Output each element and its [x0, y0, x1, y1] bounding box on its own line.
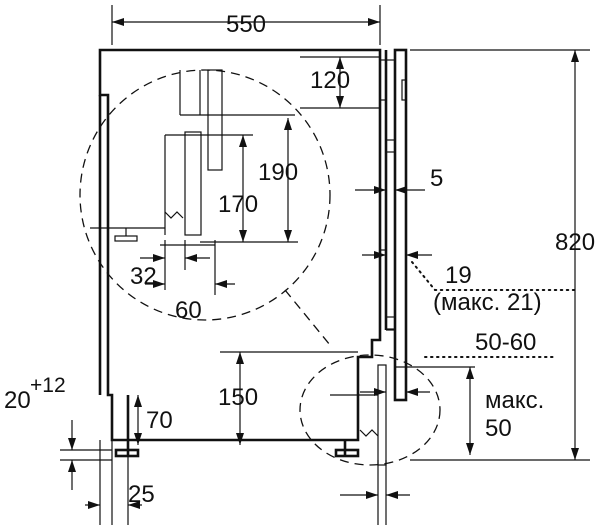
label-max-50: 50 — [485, 415, 512, 442]
label-820: 820 — [555, 229, 595, 256]
feet — [114, 395, 360, 458]
dim-150: 150 — [218, 351, 358, 445]
label-25: 25 — [128, 481, 155, 508]
label-19: 19 — [445, 262, 472, 289]
label-19-max: (макс. 21) — [433, 289, 542, 316]
label-50-60: 50-60 — [475, 329, 536, 356]
label-550: 550 — [226, 11, 266, 38]
appliance-body — [98, 48, 382, 442]
dim-60: 60 — [145, 240, 235, 324]
dim-550: 550 — [111, 5, 381, 45]
lower-reference-lines — [340, 460, 410, 525]
dim-5: 5 — [355, 165, 443, 194]
label-5: 5 — [430, 165, 443, 192]
detail-circle-upper — [79, 69, 331, 321]
label-32: 32 — [130, 263, 157, 290]
label-60: 60 — [175, 297, 202, 324]
front-panel — [380, 48, 408, 402]
label-max: макс. — [485, 387, 544, 414]
detail-circle-lower — [284, 289, 441, 466]
dim-120: 120 — [300, 56, 380, 109]
dim-50-60: 50-60 — [424, 329, 556, 358]
label-70: 70 — [146, 407, 173, 434]
dim-19: 19 (макс. 21) — [362, 251, 576, 316]
dim-25: 25 — [85, 440, 155, 525]
dim-170: 170 — [200, 134, 258, 242]
label-150: 150 — [218, 384, 258, 411]
dim-32: 32 — [130, 254, 210, 290]
dim-70: 70 — [134, 395, 173, 445]
dim-20-12: 20 +12 — [4, 374, 112, 490]
dim-190: 190 — [200, 118, 298, 243]
label-plus-12: +12 — [30, 374, 66, 397]
label-20: 20 — [4, 387, 31, 414]
label-120: 120 — [310, 67, 350, 94]
label-190: 190 — [258, 159, 298, 186]
label-170: 170 — [218, 191, 258, 218]
dim-max-50: макс. 50 — [360, 366, 544, 455]
dim-820: 820 — [410, 49, 595, 461]
